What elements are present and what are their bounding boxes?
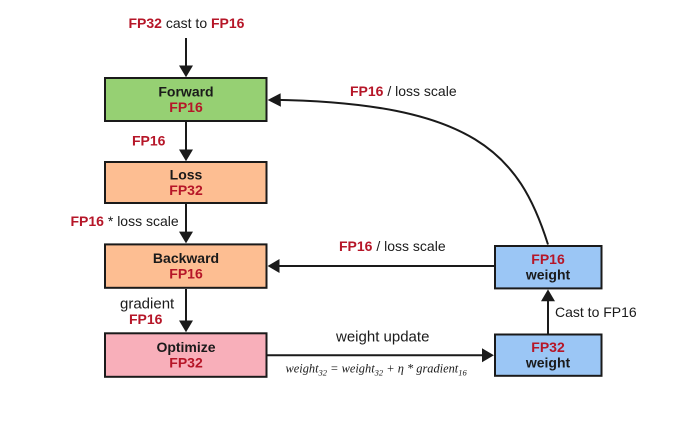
svg-text:gradient: gradient: [120, 296, 175, 313]
svg-text:FP16: FP16: [169, 99, 203, 115]
svg-text:FP16 * loss scale: FP16 * loss scale: [71, 213, 179, 229]
svg-text:FP16: FP16: [531, 251, 565, 267]
svg-text:Optimize: Optimize: [156, 339, 215, 355]
svg-text:FP32: FP32: [169, 182, 203, 198]
svg-text:weight32 = weight32 + η * grad: weight32 = weight32 + η * gradient16: [286, 362, 468, 378]
svg-text:weight: weight: [525, 267, 571, 283]
svg-text:FP32: FP32: [531, 339, 565, 355]
svg-text:FP16: FP16: [169, 266, 203, 282]
svg-text:Cast to FP16: Cast to FP16: [555, 304, 637, 320]
svg-text:FP32: FP32: [169, 355, 203, 371]
svg-text:FP16: FP16: [129, 311, 163, 327]
svg-text:weight: weight: [525, 355, 571, 371]
svg-text:Backward: Backward: [153, 250, 219, 266]
svg-text:FP16 / loss scale: FP16 / loss scale: [339, 238, 446, 254]
svg-text:FP16: FP16: [132, 133, 166, 149]
svg-text:FP32 cast to FP16: FP32 cast to FP16: [129, 15, 245, 31]
svg-text:Loss: Loss: [170, 167, 203, 183]
svg-text:weight update: weight update: [335, 329, 429, 346]
svg-text:Forward: Forward: [158, 84, 213, 100]
svg-text:FP16 / loss scale: FP16 / loss scale: [350, 83, 457, 99]
